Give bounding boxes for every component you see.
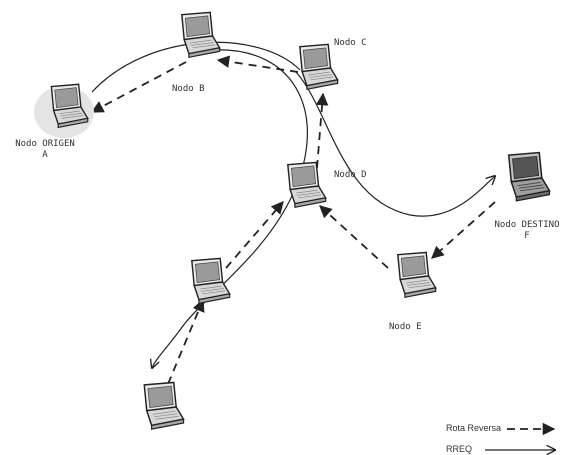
- reverse-route-destino-to-e: [431, 201, 496, 259]
- laptop-c-icon: [299, 43, 339, 90]
- label-nodo-e: Nodo E: [389, 322, 422, 332]
- laptop-destino-icon: [507, 151, 551, 202]
- laptop-e-icon: [397, 251, 437, 298]
- label-nodo-destino-line1: Nodo DESTINO: [494, 220, 560, 230]
- reverse-route-mid-to-d: [225, 201, 284, 269]
- reverse-route-d-to-c: [315, 92, 329, 169]
- laptop-d-icon: [287, 161, 327, 208]
- label-nodo-d: Nodo D: [334, 170, 367, 180]
- label-nodo-c: Nodo C: [334, 38, 367, 48]
- legend-reverse-route-label: Rota Reversa: [446, 423, 502, 433]
- laptop-b-icon: [181, 11, 221, 58]
- rreq-path-c-to-destino: [295, 71, 495, 217]
- laptop-bottom-icon: [143, 381, 185, 430]
- reverse-route-e-to-d: [319, 205, 389, 269]
- legend-lines: [485, 422, 555, 450]
- label-nodo-destino: Nodo DESTINO F: [490, 220, 564, 242]
- legend-rreq-label: RREQ: [446, 444, 473, 454]
- label-nodo-origen: Nodo ORIGEN A: [10, 139, 80, 161]
- rreq-path-b-to-bottom: [152, 49, 308, 368]
- label-nodo-b: Nodo B: [172, 84, 205, 94]
- reverse-route-b-to-origen: [90, 61, 187, 113]
- rreq-paths: [91, 41, 495, 368]
- reverse-route-bottom-to-mid: [167, 298, 205, 385]
- reverse-route-paths: [90, 55, 496, 385]
- laptop-mid-icon: [191, 257, 231, 304]
- label-nodo-destino-line2: F: [524, 231, 530, 241]
- nodes: [34, 11, 551, 430]
- label-nodo-origen-line1: Nodo ORIGEN: [15, 139, 75, 149]
- label-nodo-origen-line2: A: [42, 150, 48, 160]
- reverse-route-c-to-b: [216, 55, 299, 73]
